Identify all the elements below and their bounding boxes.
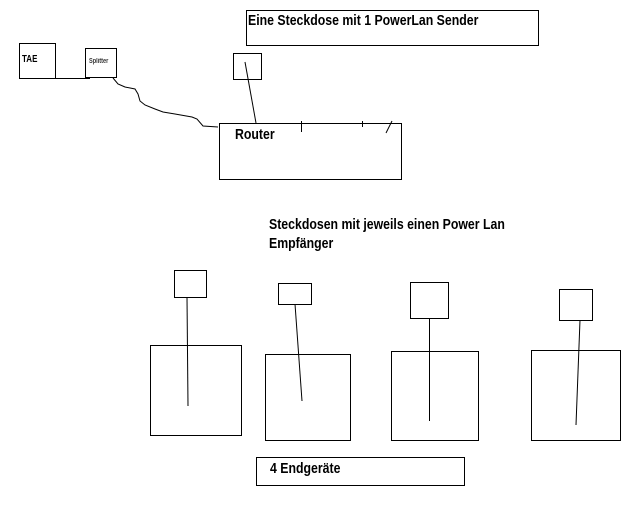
- receiver-socket-4: [559, 289, 593, 321]
- end-device-4: [531, 350, 621, 441]
- splitter-label: Splitter: [89, 58, 109, 65]
- router-port-3: [385, 120, 393, 134]
- end-device-1: [150, 345, 242, 436]
- receiver-note-line1: Steckdosen mit jeweils einen Power Lan: [269, 216, 505, 233]
- splitter-router-cable: [112, 77, 219, 128]
- router-box: [219, 123, 402, 180]
- sender-note-label: Eine Steckdose mit 1 PowerLan Sender: [248, 12, 479, 29]
- end-device-3: [391, 351, 479, 441]
- receiver-socket-2: [278, 283, 312, 305]
- splitter-box: [85, 48, 117, 78]
- sender-socket-line: [244, 61, 257, 124]
- receiver-line-4: [575, 319, 581, 426]
- sender-note-box: [246, 10, 539, 46]
- receiver-line-1: [186, 296, 189, 407]
- tae-box: [19, 43, 56, 79]
- receiver-socket-3: [410, 282, 449, 319]
- tae-label: TAE: [22, 54, 38, 65]
- receiver-line-2: [294, 303, 303, 402]
- devices-note-box: [256, 457, 465, 486]
- end-device-2: [265, 354, 351, 441]
- receiver-socket-1: [174, 270, 207, 298]
- devices-note-label: 4 Endgeräte: [270, 460, 341, 477]
- sender-socket-box: [233, 53, 262, 80]
- receiver-note-line2: Empfänger: [269, 235, 334, 252]
- router-label: Router: [235, 126, 275, 143]
